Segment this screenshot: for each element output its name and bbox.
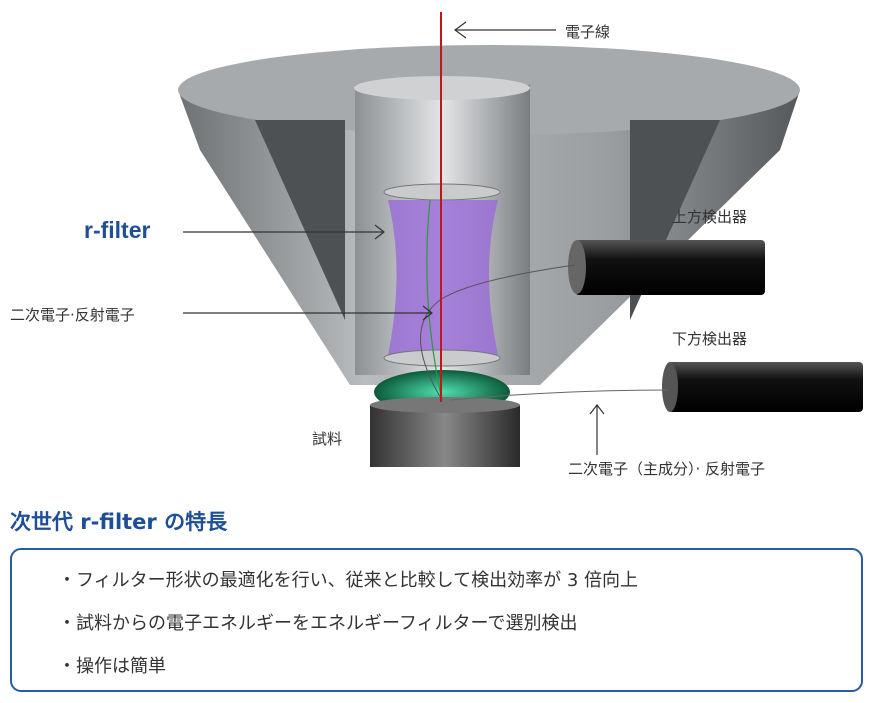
leader-lines (183, 21, 605, 455)
features-box (10, 548, 863, 692)
r-filter-electrode (383, 183, 501, 367)
sample-label: 試料 (312, 430, 343, 448)
electron-trajectory-green (426, 199, 443, 401)
electron-beam-label: 電子線 (565, 23, 611, 41)
secondary-main-backscattered-label: 二次電子（主成分）· 反射電子 (568, 460, 766, 478)
feature-item: ・フィルター形状の最適化を行い、従来と比較して検出効率が 3 倍向上 (58, 570, 638, 591)
r-filter-label: r-filter (84, 217, 151, 243)
lower-detector-label: 下方検出器 (672, 330, 748, 348)
upper-detector-label: 上方検出器 (672, 208, 748, 226)
features-title: 次世代 r-filter の特長 (10, 510, 228, 534)
objective-lens-illustration (178, 12, 863, 467)
secondary-backscattered-label: 二次電子·反射電子 (10, 306, 135, 324)
upper-detector-shape (568, 240, 765, 295)
sample-shape (370, 370, 520, 467)
feature-item: ・操作は簡単 (58, 656, 166, 677)
lower-detector-shape (662, 362, 863, 412)
electron-trajectory-lower (449, 389, 669, 401)
feature-item: ・試料からの電子エネルギーをエネルギーフィルターで選別検出 (58, 613, 578, 634)
